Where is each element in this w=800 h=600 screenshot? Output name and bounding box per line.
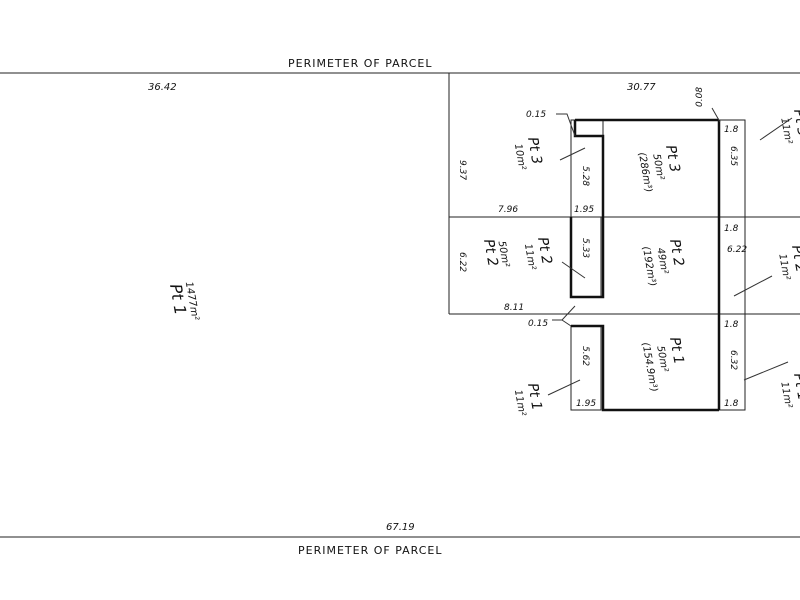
dim-1-8-c: 1.8: [724, 320, 739, 330]
dim-0-08: 0.08: [695, 87, 705, 107]
lot-pt2-left-area: 50m²: [496, 240, 511, 268]
perimeter-heading-top: PERIMETER OF PARCEL: [288, 57, 433, 70]
dim-6-22-right: 6.22: [727, 245, 747, 255]
lot-pt2-box: Pt 2 49m² (192m³): [640, 238, 687, 287]
lot-right-mid: Pt 2 11m²: [776, 244, 800, 281]
lot-pt3-left-area: 10m²: [512, 143, 527, 171]
lot-right-top-label: Pt 3: [790, 108, 800, 138]
dim-5-33: 5.33: [580, 238, 590, 258]
dim-1-8-b: 1.8: [724, 224, 739, 234]
building-outline-lower: [571, 324, 719, 412]
lot-pt3-left-label: Pt 3: [524, 136, 544, 166]
dim-bottom: 67.19: [386, 522, 415, 533]
leader-right-bot: [743, 361, 789, 381]
lot-right-bot-label: Pt 1: [790, 372, 800, 402]
lot-pt1-box-label: Pt 1: [666, 336, 686, 366]
dim-5-28: 5.28: [580, 166, 590, 186]
leader-pt3-left: [559, 147, 586, 161]
dim-6-22-left: 6.22: [457, 252, 467, 272]
dim-1-95-top: 1.95: [574, 205, 594, 215]
leader-pt2-left: [561, 261, 586, 279]
lot-pt2-left-label: Pt 2: [480, 238, 501, 268]
dim-6-35: 6.35: [728, 146, 738, 166]
leader-pt1-bottom: [547, 379, 581, 396]
dim-top-left: 36.42: [148, 82, 177, 93]
lot-pt3-box-label: Pt 3: [662, 144, 682, 174]
dim-1-95-bottom: 1.95: [576, 399, 596, 409]
dim-0-15-mid: 0.15: [528, 319, 548, 329]
dim-1-8-a: 1.8: [724, 125, 739, 135]
lot-pt2-mid-area: 11m²: [522, 243, 537, 271]
lot-pt2-left: Pt 2 50m²: [480, 238, 511, 268]
lot-pt1-box: Pt 1 50m² (154.9m³): [639, 336, 686, 393]
dim-top-right: 30.77: [627, 82, 656, 93]
lot-pt2-mid-label: Pt 2: [534, 236, 555, 266]
leader-0-15-mid-2: [561, 319, 572, 327]
lot-right-bot: Pt 1 11m²: [778, 372, 800, 409]
lot-pt1-bottom-area: 11m²: [512, 389, 527, 417]
dim-5-62: 5.62: [580, 346, 590, 366]
leader-0-08: [711, 107, 721, 123]
lot-pt2-box-area: 49m²: [654, 247, 669, 275]
dim-0-15-top: 0.15: [526, 110, 546, 120]
dim-9-37: 9.37: [457, 160, 467, 180]
lot-pt3-box-area: 50m²: [650, 153, 665, 181]
leader-right-top: [759, 117, 793, 141]
lot-pt3-left: Pt 3 10m²: [512, 136, 545, 171]
lot-right-top-area: 11m²: [778, 117, 793, 145]
lot-big-pt1: Pt 1 1477m²: [166, 281, 200, 322]
lot-pt2-box-label: Pt 2: [666, 238, 687, 268]
leader-right-mid: [733, 275, 773, 297]
lot-pt1-bottom-label: Pt 1: [524, 382, 544, 412]
lot-pt1-box-area: 50m²: [654, 345, 669, 373]
perimeter-heading-bottom: PERIMETER OF PARCEL: [298, 544, 443, 557]
dim-1-8-d: 1.8: [724, 399, 739, 409]
lot-right-bot-area: 11m²: [778, 381, 793, 409]
lot-pt2-mid: Pt 2 11m²: [522, 236, 555, 271]
dim-6-32: 6.32: [728, 350, 738, 370]
narrow-strip-lower: [570, 325, 602, 411]
lot-right-mid-label: Pt 2: [788, 244, 800, 274]
leader-0-15-mid: [552, 305, 576, 321]
lot-right-top: Pt 3 11m²: [778, 108, 800, 145]
building-outline-upper: [569, 120, 605, 299]
dim-8-11: 8.11: [504, 303, 524, 313]
lot-pt3-box: Pt 3 50m² (286m³): [636, 144, 683, 193]
lot-right-mid-area: 11m²: [776, 253, 791, 281]
dim-7-96: 7.96: [498, 205, 518, 215]
leader-0-15-top: [556, 113, 576, 137]
lot-pt1-bottom: Pt 1 11m²: [512, 382, 545, 417]
